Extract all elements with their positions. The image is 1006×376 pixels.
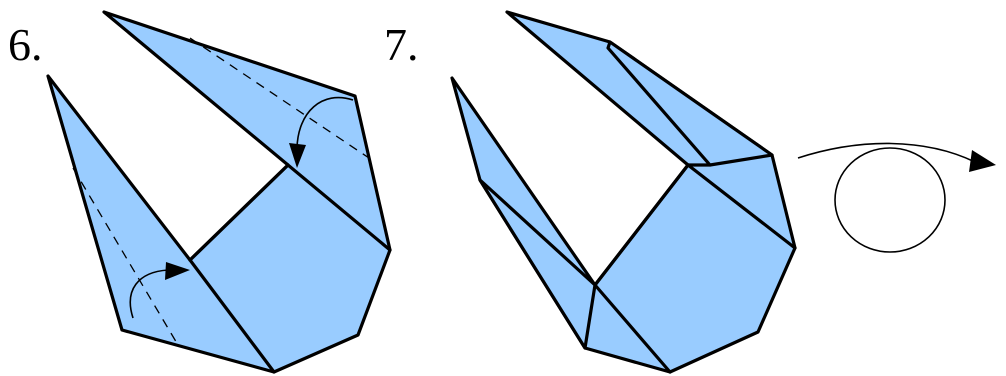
- step-6-paper-body: [48, 12, 390, 372]
- step-7-number: 7.: [384, 19, 419, 70]
- step-6-number: 6.: [8, 19, 43, 70]
- turn-over-loop-icon: [798, 143, 996, 252]
- step-7: 7.: [384, 12, 996, 372]
- step-6: 6.: [8, 12, 390, 372]
